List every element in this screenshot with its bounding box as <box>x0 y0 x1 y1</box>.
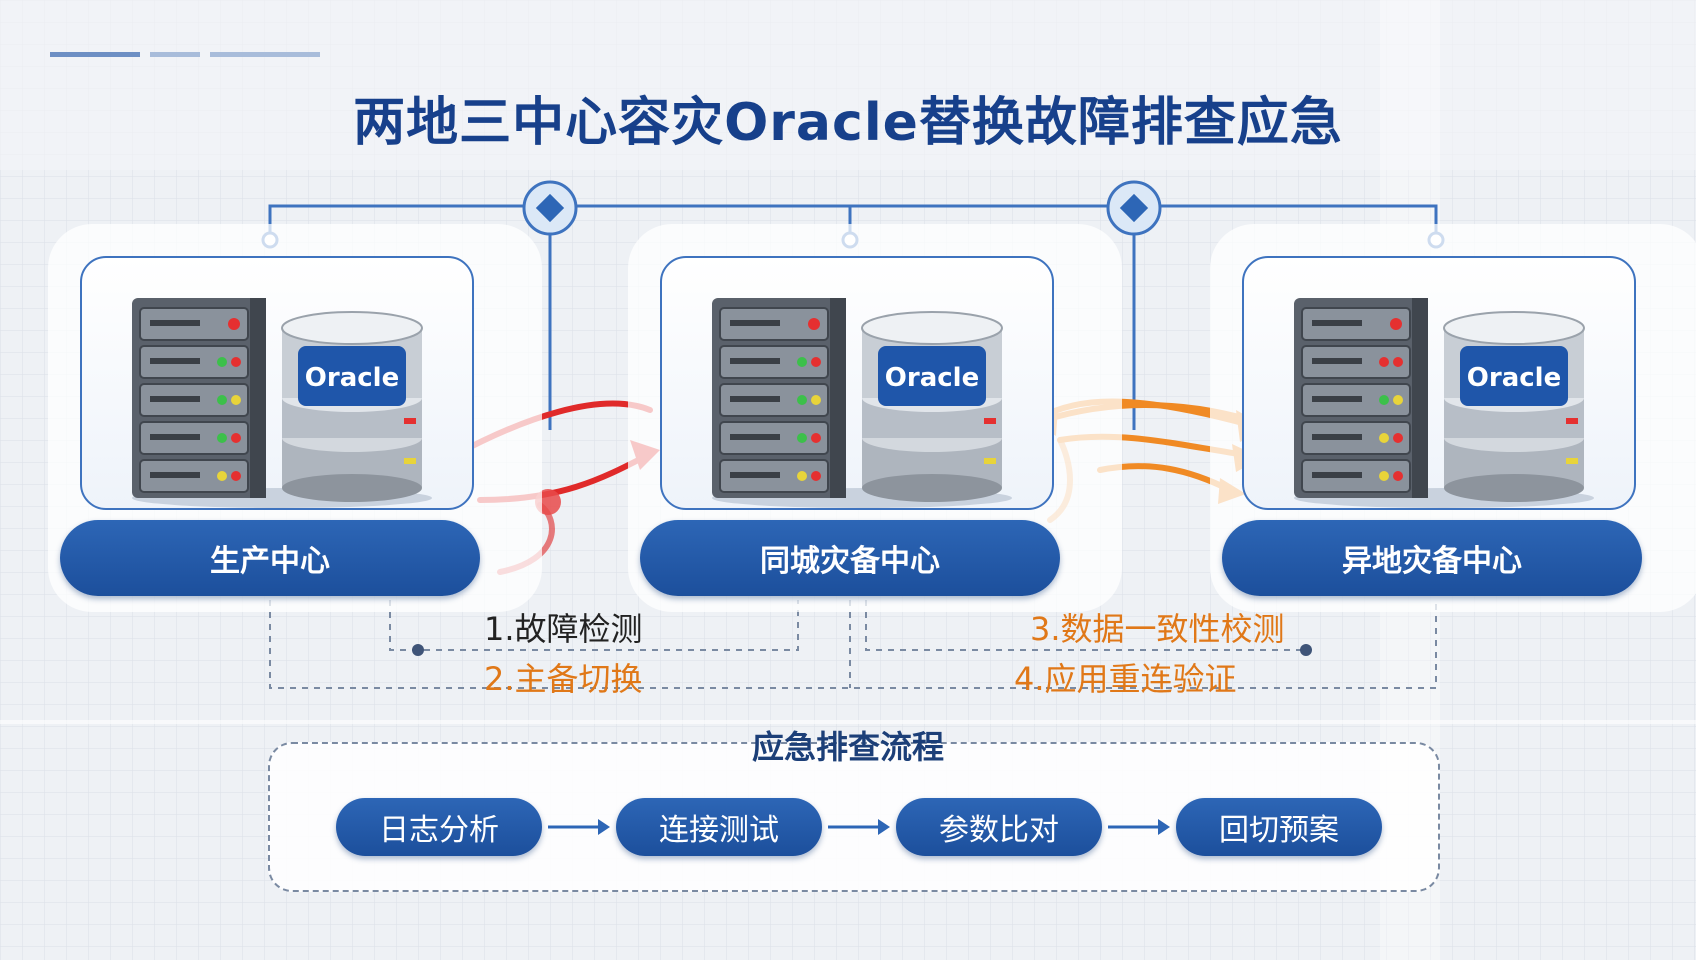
arrow-right-icon <box>1108 819 1170 835</box>
oracle-logo-text: Oracle <box>1467 363 1561 393</box>
datacenter-label: 生产中心 <box>60 520 480 596</box>
oracle-logo-text: Oracle <box>885 363 979 393</box>
server-rack-and-database-icon: Oracle <box>132 298 432 508</box>
oracle-logo-text: Oracle <box>305 363 399 393</box>
page-title: 两地三中心容灾Oracle替换故障排查应急 <box>353 93 1343 153</box>
flow-title: 应急排查流程 <box>751 728 944 766</box>
hub-node <box>522 180 1162 236</box>
server-rack-and-database-icon: Oracle <box>1294 298 1594 508</box>
datacenter-same-city: Oracle 同城灾备中心 <box>628 224 1122 612</box>
datacenter-card: Oracle <box>660 256 1054 510</box>
flow-step-connection-test: 连接测试 <box>616 798 822 856</box>
datacenter-label: 异地灾备中心 <box>1222 520 1642 596</box>
datacenter-production: Oracle 生产中心 <box>48 224 542 612</box>
flow-step-log-analysis: 日志分析 <box>336 798 542 856</box>
arrow-right-icon <box>828 819 890 835</box>
step-fault-detection: 1.故障检测 <box>484 610 643 648</box>
datacenter-label: 同城灾备中心 <box>640 520 1060 596</box>
flow-step-parameter-compare: 参数比对 <box>896 798 1102 856</box>
arrow-right-icon <box>548 819 610 835</box>
datacenter-remote: Oracle 异地灾备中心 <box>1210 224 1696 612</box>
flow-step-switchback-plan: 回切预案 <box>1176 798 1382 856</box>
step-data-consistency: 3.数据一致性校测 <box>1030 610 1285 648</box>
datacenter-card: Oracle <box>80 256 474 510</box>
step-switchover: 2.主备切换 <box>484 660 643 698</box>
step-app-reconnect: 4.应用重连验证 <box>1014 660 1237 698</box>
datacenter-card: Oracle <box>1242 256 1636 510</box>
server-rack-and-database-icon: Oracle <box>712 298 1012 508</box>
